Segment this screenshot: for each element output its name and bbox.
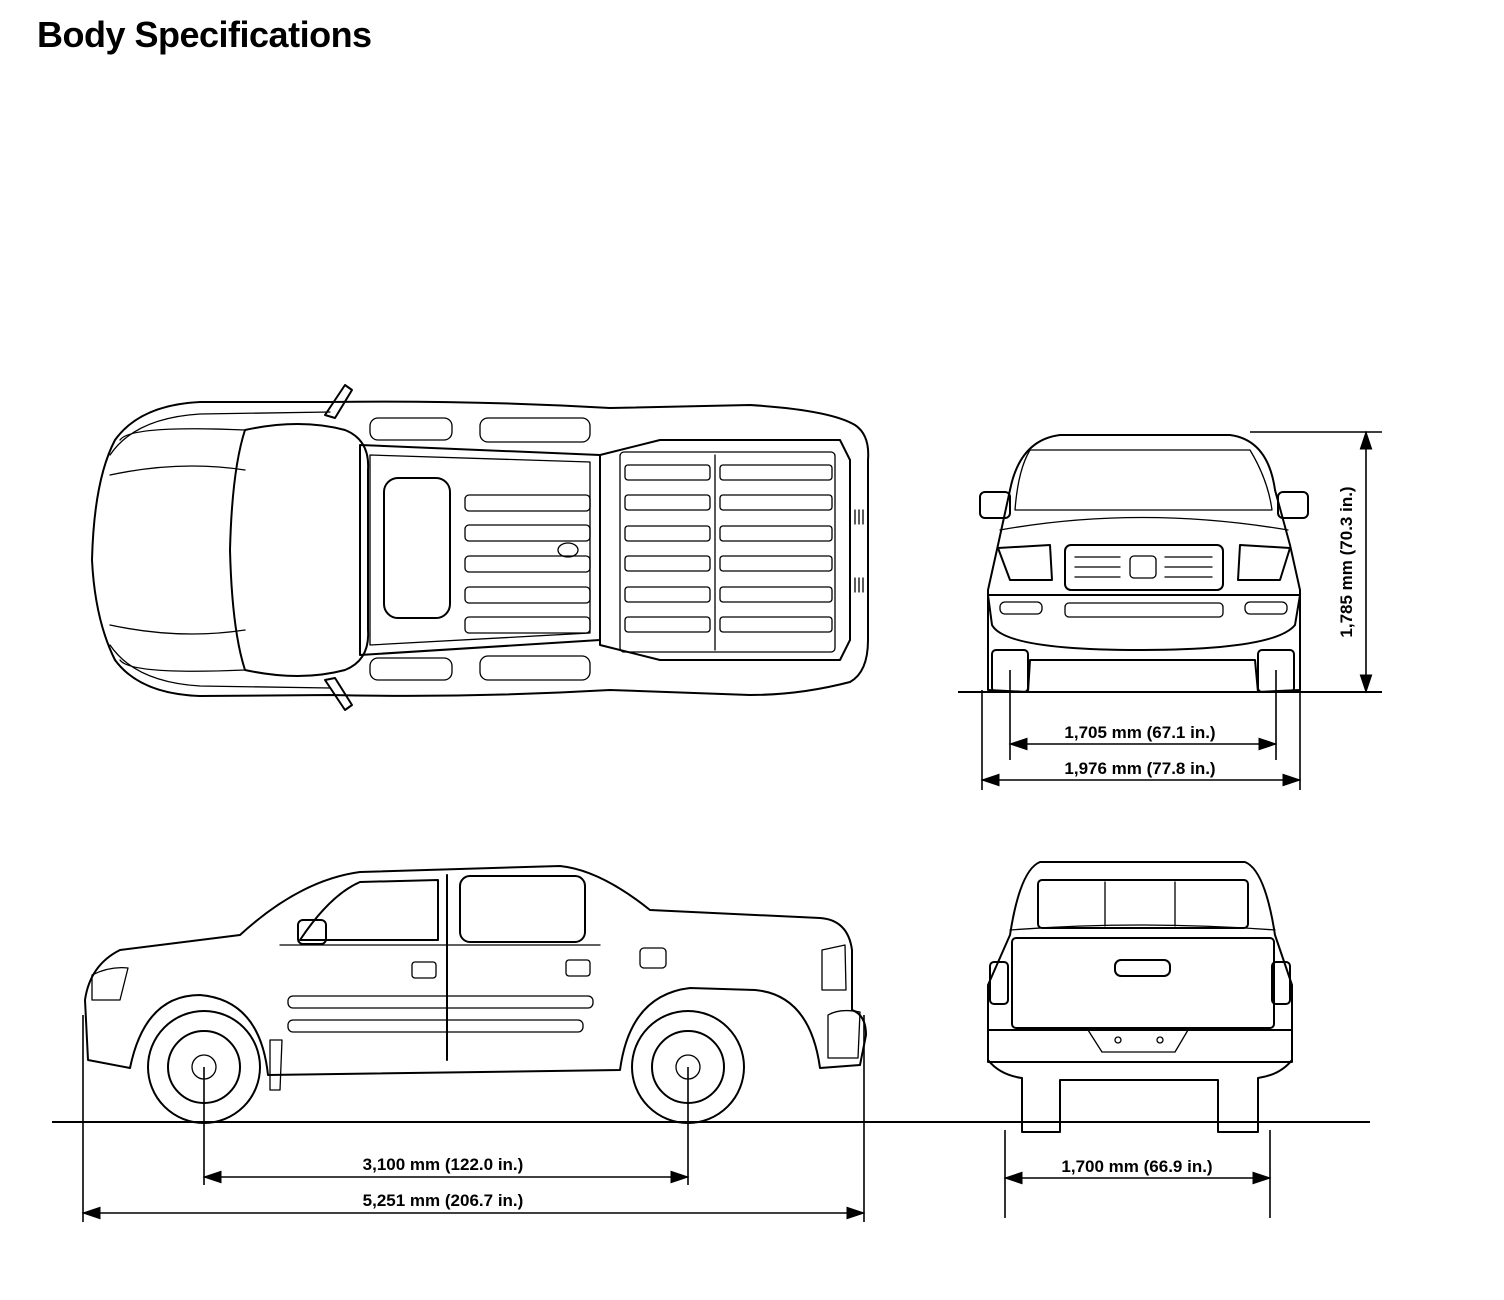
overall-width-label: 1,976 mm (77.8 in.) [1064,759,1215,778]
dimension-lines [52,430,1382,1222]
overall-length-label: 5,251 mm (206.7 in.) [363,1191,524,1210]
front-view [979,434,1309,693]
wheelbase-label: 3,100 mm (122.0 in.) [363,1155,524,1174]
front-track-label: 1,705 mm (67.1 in.) [1064,723,1215,742]
page-title: Body Specifications [37,14,372,55]
rear-view [987,861,1293,1133]
height-label: 1,785 mm (70.3 in.) [1337,486,1356,637]
rear-track-label: 1,700 mm (66.9 in.) [1061,1157,1212,1176]
top-view [91,384,870,711]
side-view [84,865,867,1124]
